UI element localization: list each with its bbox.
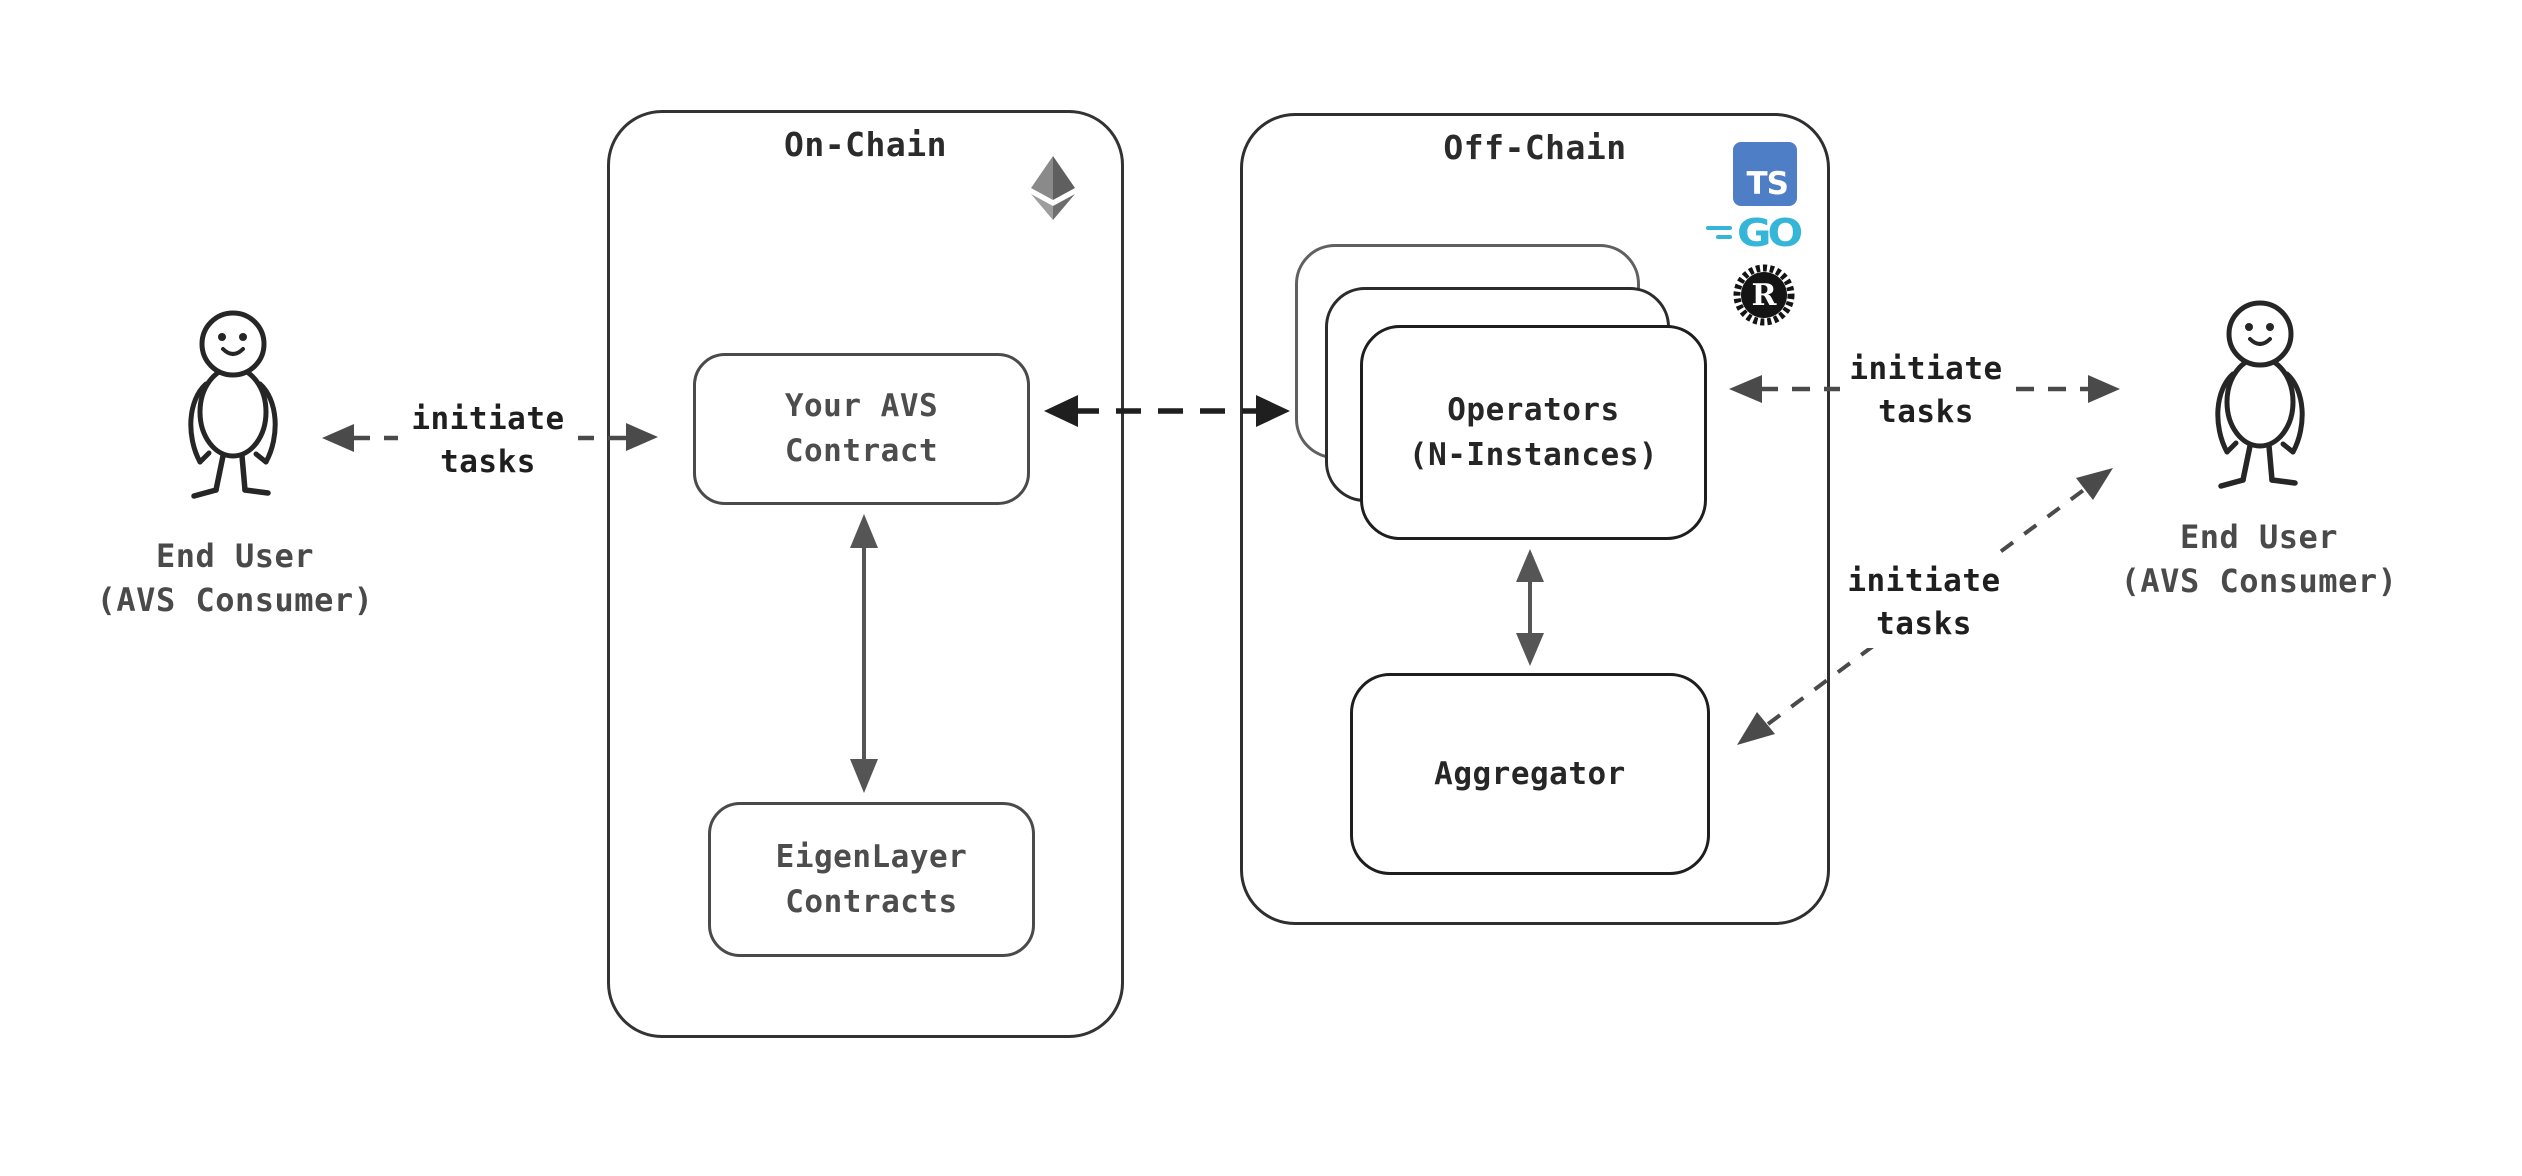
right-bottom-initiate-tasks-label: initiate tasks — [1834, 558, 2014, 648]
ethereum-icon — [1028, 154, 1078, 222]
your-avs-contract-line1: Your AVS — [784, 388, 939, 424]
left-initiate-line1: initiate — [411, 401, 565, 437]
left-end-user-line2: (AVS Consumer) — [96, 581, 374, 619]
typescript-icon-text: TS — [1746, 166, 1789, 202]
left-end-user-line1: End User — [155, 537, 315, 575]
operators-line2: (N-Instances) — [1408, 436, 1659, 473]
left-end-user-label: End User (AVS Consumer) — [85, 534, 385, 622]
aggregator-box: Aggregator — [1350, 673, 1710, 875]
right-bottom-initiate-line2: tasks — [1876, 606, 1972, 642]
eigenlayer-contracts-line1: EigenLayer — [775, 838, 968, 875]
left-initiate-line2: tasks — [440, 444, 536, 480]
operators-line1: Operators — [1447, 391, 1620, 428]
operators-box: Operators (N-Instances) — [1360, 325, 1707, 540]
go-icon-text: GO — [1737, 209, 1803, 255]
right-end-user-label: End User (AVS Consumer) — [2108, 515, 2410, 603]
right-end-user-figure — [2203, 298, 2315, 492]
right-bottom-initiate-line1: initiate — [1847, 563, 2001, 599]
off-chain-title: Off-Chain — [1443, 128, 1627, 167]
right-top-initiate-line1: initiate — [1849, 351, 2003, 387]
left-end-user-figure — [176, 308, 288, 502]
your-avs-contract-box: Your AVS Contract — [693, 353, 1030, 505]
go-icon: GO — [1706, 208, 1816, 256]
eigenlayer-contracts-line2: Contracts — [785, 883, 958, 920]
on-chain-title: On-Chain — [784, 125, 947, 164]
right-top-initiate-line2: tasks — [1878, 394, 1974, 430]
left-initiate-tasks-label: initiate tasks — [398, 396, 578, 486]
rust-icon: R — [1732, 263, 1796, 327]
right-top-initiate-tasks-label: initiate tasks — [1840, 346, 2012, 436]
go-speed-lines — [1706, 225, 1732, 239]
rust-icon-text: R — [1751, 277, 1777, 313]
aggregator-label: Aggregator — [1434, 755, 1626, 792]
typescript-icon: TS — [1733, 142, 1797, 206]
right-end-user-line2: (AVS Consumer) — [2120, 562, 2398, 600]
right-end-user-line1: End User — [2179, 518, 2339, 556]
eigenlayer-contracts-box: EigenLayer Contracts — [708, 802, 1035, 957]
your-avs-contract-line2: Contract — [784, 433, 939, 469]
